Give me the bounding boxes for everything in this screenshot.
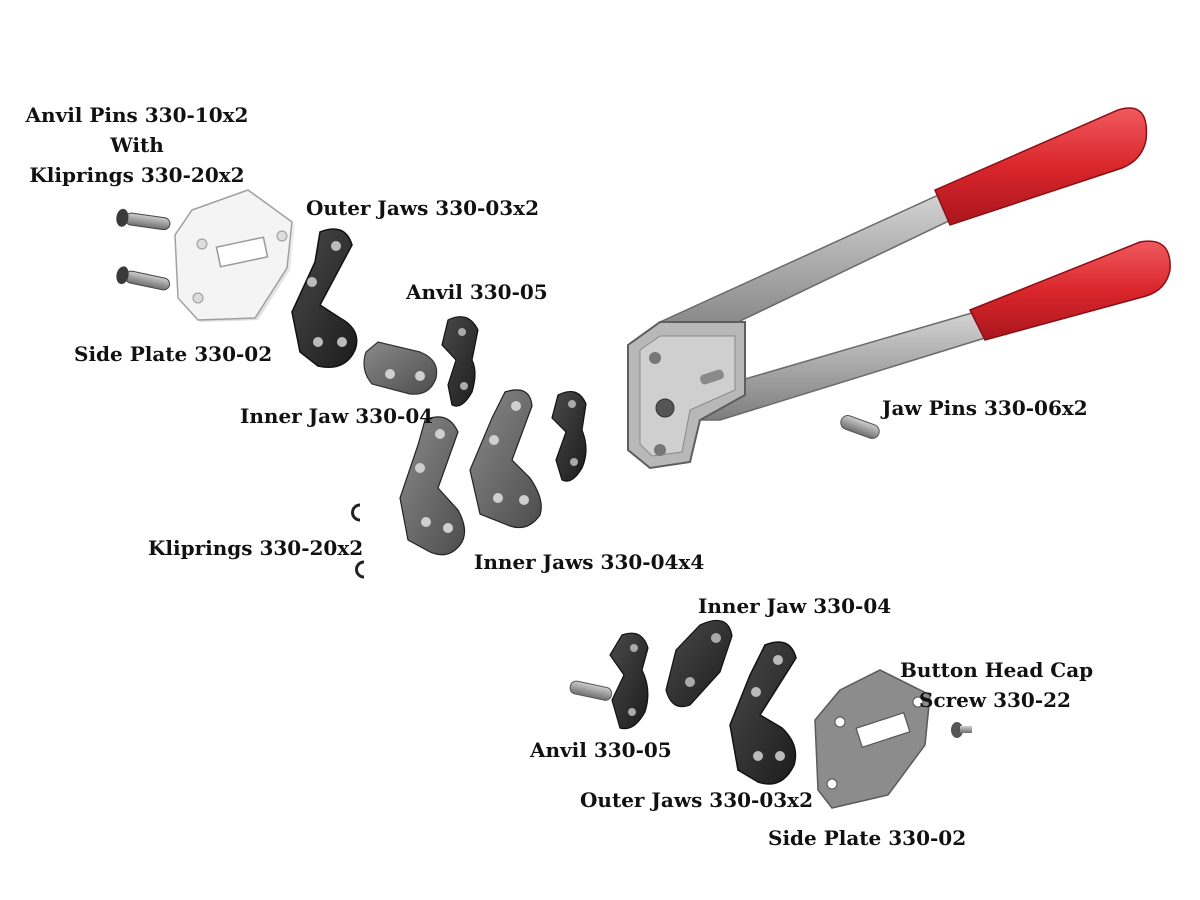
side-plate-top [174, 189, 295, 322]
label-anvil-bottom: Anvil 330-05 [530, 738, 672, 762]
sealer-tool [627, 107, 1171, 470]
label-side-plate-bottom: Side Plate 330-02 [768, 826, 967, 850]
label-side-plate-top: Side Plate 330-02 [74, 342, 273, 366]
label-button-head-line2: Screw 330-22 [919, 688, 1071, 712]
button-head-screw [951, 722, 972, 738]
upper-handle-grip [934, 107, 1148, 226]
anvil-pin-1 [116, 208, 171, 231]
outer-jaw-bottom [729, 641, 797, 785]
anvil-top [441, 316, 479, 407]
anvil-pin-bottom [569, 680, 613, 701]
label-anvil-top: Anvil 330-05 [406, 280, 548, 304]
label-inner-jaws: Inner Jaws 330-04x4 [474, 550, 705, 574]
label-button-head-line1: Button Head Cap [900, 658, 1094, 682]
label-outer-jaws-top: Outer Jaws 330-03x2 [306, 196, 540, 220]
label-inner-jaw-bottom: Inner Jaw 330-04 [698, 594, 892, 618]
side-plate-bottom [814, 669, 931, 809]
label-kliprings: Kliprings 330-20x2 [148, 536, 364, 560]
klipring-1 [351, 503, 361, 522]
outer-jaw-top [291, 228, 358, 368]
inner-jaw-top [363, 341, 438, 395]
label-inner-jaw-top: Inner Jaw 330-04 [240, 404, 434, 428]
label-jaw-pins: Jaw Pins 330-06x2 [882, 396, 1088, 420]
anvil-mid [551, 390, 587, 482]
inner-jaw-mid-2 [469, 389, 542, 529]
label-anvil-pins-line1: Anvil Pins 330-10x2 [25, 103, 249, 127]
klipring-2 [355, 560, 365, 579]
lower-handle-grip [968, 240, 1171, 341]
label-button-head: Button Head Cap Screw 330-22 [900, 658, 1094, 712]
label-outer-jaws-bottom: Outer Jaws 330-03x2 [580, 788, 814, 812]
label-anvil-pins-line2: With [110, 133, 164, 157]
inner-jaw-mid-1 [399, 416, 466, 556]
label-anvil-pins: Anvil Pins 330-10x2 With Kliprings 330-2… [22, 103, 252, 187]
inner-jaw-bottom [665, 619, 733, 708]
anvil-pin-2 [116, 266, 171, 291]
label-anvil-pins-line3: Kliprings 330-20x2 [29, 163, 245, 187]
jaw-pin-right [840, 415, 880, 439]
anvil-bottom [609, 632, 649, 730]
